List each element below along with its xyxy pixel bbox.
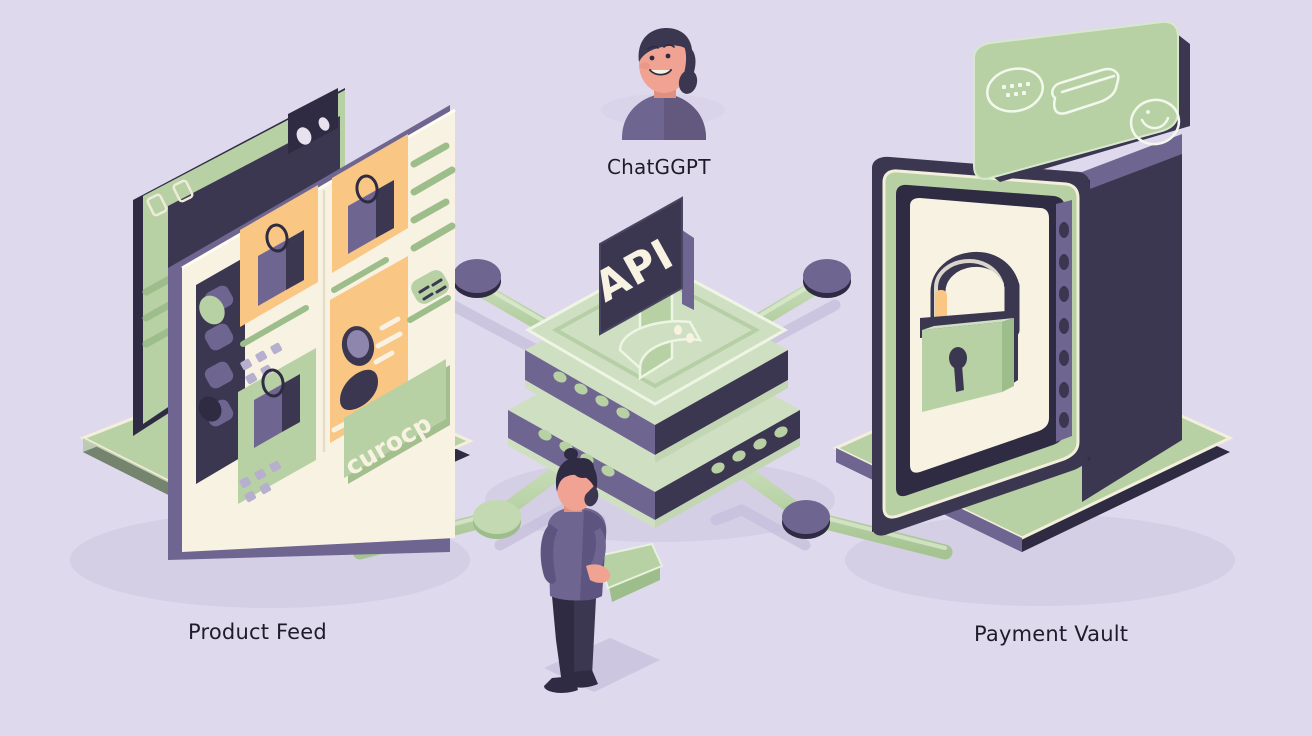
product-feed-label: Product Feed <box>188 620 327 644</box>
badge <box>411 270 449 304</box>
tablet-icon <box>596 542 664 602</box>
product-card[interactable] <box>331 134 408 339</box>
product-box-icon <box>258 223 304 306</box>
pipe-joint-lower-right <box>782 500 830 539</box>
pipe-joint-upper-right <box>803 259 851 298</box>
product-feed-front-monitor[interactable]: curocp <box>168 105 456 560</box>
pipe-joint-upper-left <box>453 259 501 298</box>
chatgpt-label: ChatGGPT <box>607 155 711 179</box>
product-card[interactable] <box>238 348 316 504</box>
product-box-icon <box>348 174 394 254</box>
product-card[interactable] <box>240 185 318 385</box>
pipe-joint-lower-left <box>473 500 521 539</box>
vault-rivet-column <box>1059 222 1069 428</box>
dot-grid <box>240 342 283 385</box>
server-led-row <box>553 371 630 419</box>
user-avatar-icon <box>622 28 706 140</box>
avatar <box>340 326 378 411</box>
floating-credit-card[interactable] <box>973 20 1190 182</box>
dot-grid <box>239 460 282 503</box>
text-lines <box>410 142 456 252</box>
padlock-icon <box>920 251 1020 412</box>
server-led-row <box>711 426 788 474</box>
payment-vault-label: Payment Vault <box>974 622 1129 646</box>
api-sign[interactable]: API <box>586 196 703 381</box>
product-box-icon <box>254 368 300 448</box>
